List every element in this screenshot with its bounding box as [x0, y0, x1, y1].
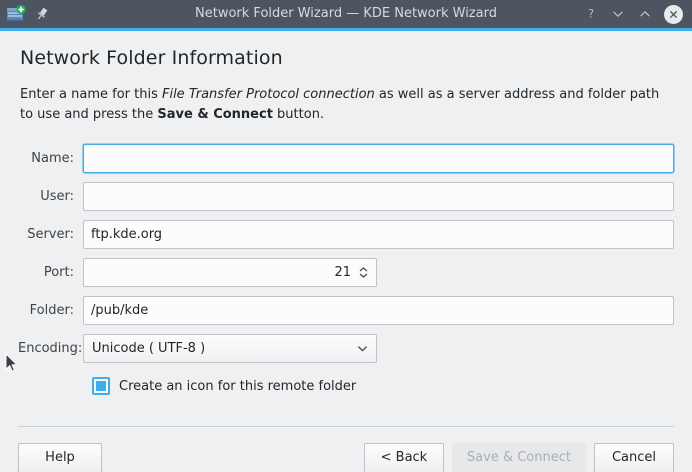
mouse-cursor	[5, 352, 18, 373]
page-description: Enter a name for this File Transfer Prot…	[20, 85, 672, 125]
cancel-button[interactable]: Cancel	[594, 442, 674, 472]
port-input-value: 21	[334, 265, 351, 281]
help-button[interactable]: Help	[18, 442, 102, 472]
checkbox-mark	[96, 381, 106, 392]
svg-text:?: ?	[588, 7, 594, 21]
port-spinner[interactable]: 21	[83, 258, 377, 288]
user-label: User:	[40, 189, 74, 205]
titlebar[interactable]: Network Folder Wizard — KDE Network Wiza…	[0, 0, 692, 28]
port-label: Port:	[43, 265, 74, 281]
description-part2: as well as a server address and folder p…	[20, 87, 660, 123]
spinner-up-icon	[359, 267, 368, 272]
folder-input[interactable]: /pub/kde	[83, 296, 674, 326]
footer-separator	[18, 426, 674, 427]
chevron-down-icon	[357, 343, 368, 354]
help-question-icon[interactable]: ?	[583, 6, 599, 22]
form-row-user: User:	[18, 182, 674, 212]
form-row-name: Name:	[18, 144, 674, 174]
window-controls: ?	[583, 4, 692, 24]
folder-label: Folder:	[29, 303, 74, 319]
encoding-select-value: Unicode ( UTF-8 )	[92, 341, 206, 357]
form-row-port: Port: 21	[18, 258, 674, 288]
dialog-content: Network Folder Information Enter a name …	[0, 47, 692, 472]
pin-icon[interactable]	[34, 6, 50, 22]
description-bold: Save & Connect	[157, 107, 273, 123]
form-row-encoding: Encoding: Unicode ( UTF-8 )	[18, 334, 674, 364]
save-and-connect-button: Save & Connect	[451, 442, 586, 472]
create-icon-checkbox[interactable]	[92, 377, 110, 396]
port-spinner-arrows[interactable]	[359, 267, 372, 279]
form-row-server: Server: ftp.kde.org	[18, 220, 674, 250]
create-icon-checkbox-label[interactable]: Create an icon for this remote folder	[119, 378, 357, 394]
footer-button-row: Help < Back Save & Connect Cancel	[18, 427, 674, 472]
close-icon[interactable]	[664, 4, 683, 24]
chevron-down-icon[interactable]	[610, 6, 626, 22]
accent-line	[0, 28, 692, 31]
server-input[interactable]: ftp.kde.org	[83, 220, 674, 250]
folder-input-value: /pub/kde	[91, 303, 149, 319]
network-folder-add-icon	[6, 4, 26, 24]
back-button[interactable]: < Back	[363, 442, 444, 472]
dialog-footer: Help < Back Save & Connect Cancel	[18, 426, 674, 472]
form-row-folder: Folder: /pub/kde	[18, 296, 674, 326]
chevron-up-icon[interactable]	[637, 6, 653, 22]
server-label: Server:	[27, 227, 74, 243]
name-input[interactable]	[83, 144, 674, 174]
spinner-down-icon	[359, 273, 368, 279]
encoding-label: Encoding:	[18, 341, 83, 357]
encoding-select[interactable]: Unicode ( UTF-8 )	[83, 334, 377, 364]
network-folder-form: Name: User: Server: ftp.kde.org Port: 21	[18, 144, 674, 396]
create-icon-checkbox-row[interactable]: Create an icon for this remote folder	[92, 377, 674, 396]
description-part3: button.	[272, 107, 325, 123]
user-input[interactable]	[83, 182, 674, 212]
server-input-value: ftp.kde.org	[91, 227, 163, 243]
description-italic: File Transfer Protocol connection	[161, 87, 375, 102]
titlebar-left-icons	[0, 4, 50, 24]
page-title: Network Folder Information	[20, 47, 283, 69]
description-part1: Enter a name for this	[20, 87, 162, 102]
name-label: Name:	[31, 151, 74, 167]
